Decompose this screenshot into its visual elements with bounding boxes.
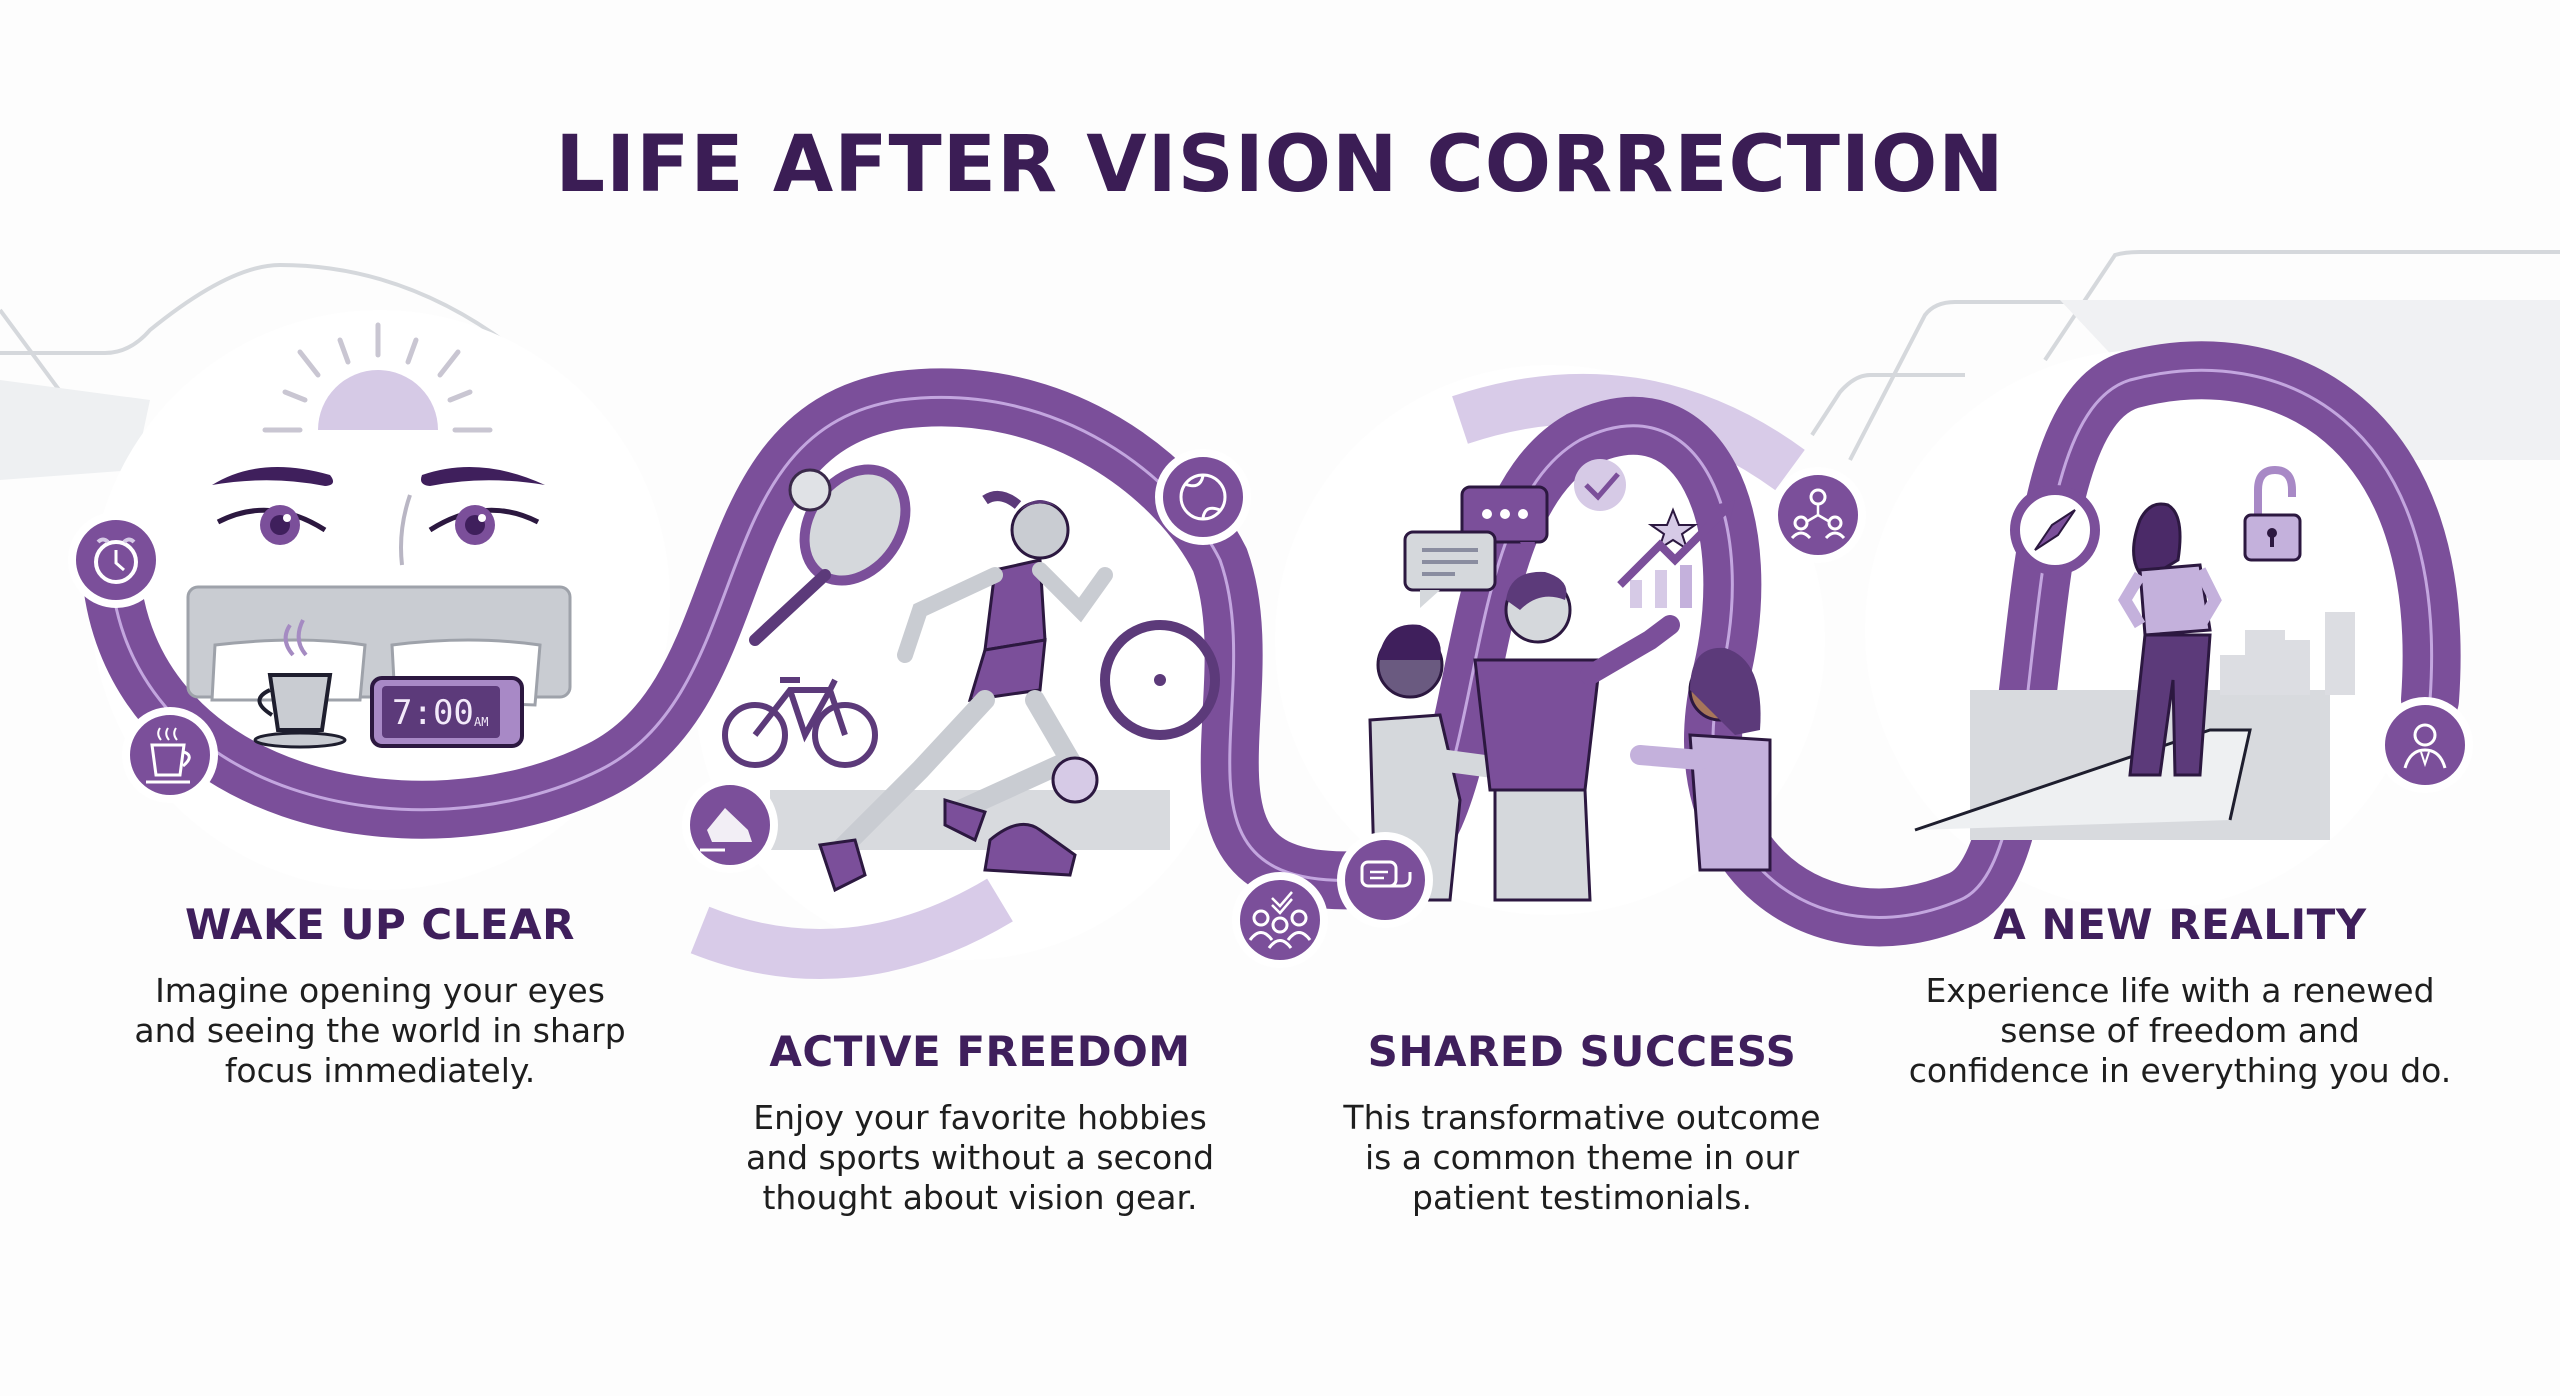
clock-ampm: AM (474, 715, 488, 729)
scene-active (722, 464, 1220, 893)
running-shoe-icon (983, 822, 1077, 877)
badge-tennis-ball (1155, 449, 1251, 545)
page-title: LIFE AFTER VISION CORRECTION (555, 120, 2005, 210)
step-body-line: confidence in everything you do. (1908, 1051, 2452, 1090)
sun-icon (318, 370, 438, 430)
cliff-path (1914, 728, 2252, 832)
tennis-ball-icon (1051, 756, 1099, 804)
step-body-line: patient testimonials. (1412, 1178, 1752, 1217)
person-center (1473, 571, 1680, 902)
left-eyebrow (212, 467, 334, 486)
speech-bubble-lines (1403, 530, 1497, 608)
step-title: A NEW REALITY (1993, 900, 2367, 949)
scene-shared (1368, 459, 1772, 902)
growth-chart-icon (1617, 500, 1735, 608)
ribbon-light-1 (690, 878, 1013, 979)
compass-icon (2010, 485, 2100, 575)
step-body-line: sense of freedom and (2000, 1011, 2360, 1050)
ribbon-highlight (108, 368, 2434, 919)
step-body-line: Imagine opening your eyes (155, 971, 605, 1010)
unlocked-padlock-icon (2243, 465, 2302, 562)
step-title: ACTIVE FREEDOM (769, 1027, 1191, 1076)
step-body-line: Enjoy your favorite hobbies (753, 1098, 1207, 1137)
background-shape-left (0, 380, 150, 480)
step-wake-up-clear: WAKE UP CLEAR Imagine opening your eyes … (80, 900, 680, 1091)
step-active-freedom: ACTIVE FREEDOM Enjoy your favorite hobbi… (680, 1027, 1280, 1218)
clock-time: 7:00 (392, 693, 474, 733)
right-eye (428, 505, 540, 545)
scene-new-reality (1914, 465, 2355, 840)
step-shared-success: SHARED SUCCESS This transformative outco… (1282, 1027, 1882, 1218)
step-body-line: is a common theme in our (1364, 1138, 1800, 1177)
scene-wake-up: 7:00 AM (186, 322, 572, 749)
nose-line (399, 494, 412, 566)
person-right (1630, 647, 1772, 872)
badge-chat-bubbles (1337, 832, 1433, 928)
badge-professional-person (2377, 697, 2473, 793)
city-skyline (2220, 612, 2355, 695)
step-body-line: This transformative outcome (1343, 1098, 1821, 1137)
checkmark-icon (1574, 459, 1626, 511)
step-a-new-reality: A NEW REALITY Experience life with a ren… (1880, 900, 2480, 1091)
coffee-cup-scene (253, 619, 347, 749)
left-eye (216, 505, 327, 545)
badge-coffee-cup (122, 707, 218, 803)
bicycle-icon (722, 677, 878, 768)
tennis-racket-icon (749, 464, 911, 646)
runner-figure (818, 491, 1113, 893)
step-body-line: and seeing the world in sharp (134, 1011, 626, 1050)
badge-alarm-clock (68, 512, 164, 608)
woman-figure (2118, 502, 2222, 777)
right-eyebrow (421, 467, 545, 486)
badge-team-check (1232, 872, 1328, 968)
step-body-line: focus immediately. (224, 1051, 536, 1090)
step-body-line: Experience life with a renewed (1925, 971, 2435, 1010)
step-title: SHARED SUCCESS (1367, 1027, 1797, 1076)
badge-running-shoe (682, 777, 778, 873)
step-title: WAKE UP CLEAR (185, 900, 575, 949)
bike-wheel-icon (1100, 620, 1220, 740)
alarm-clock-display: 7:00 AM (370, 676, 524, 748)
step-body-line: thought about vision gear. (762, 1178, 1198, 1217)
step-body-line: and sports without a second (745, 1138, 1215, 1177)
speech-bubble-dots (1460, 485, 1549, 560)
badge-network-people (1770, 467, 1866, 563)
